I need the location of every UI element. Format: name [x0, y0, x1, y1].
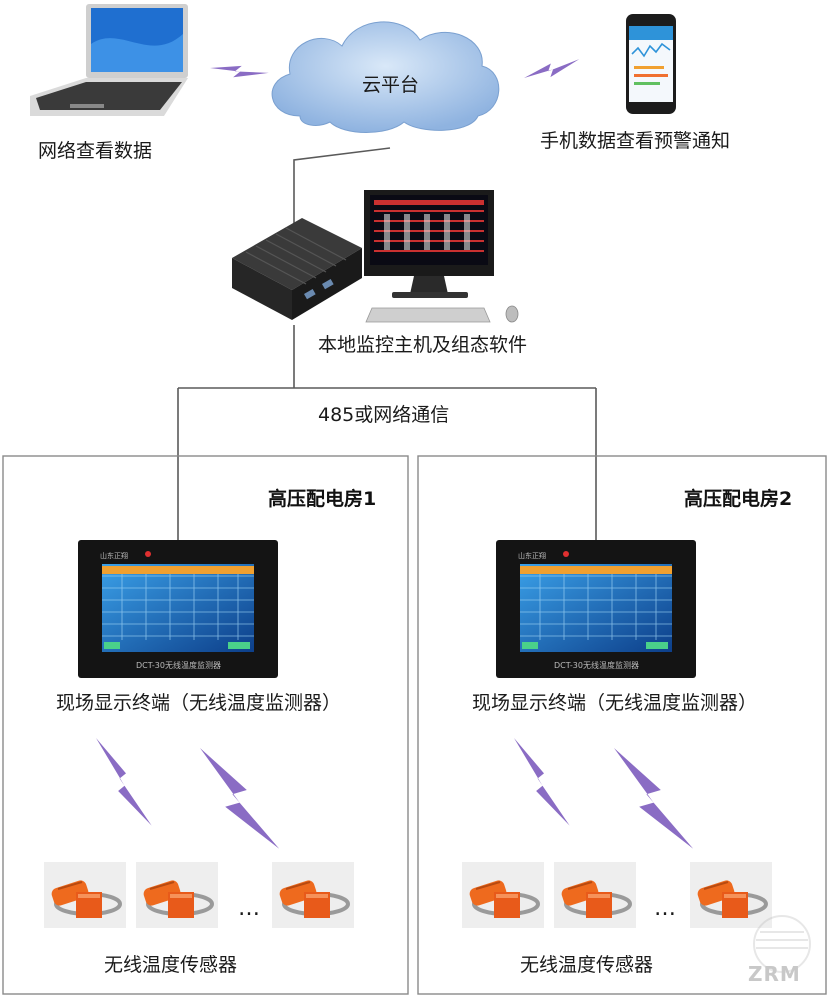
phone-label: 手机数据查看预警通知: [540, 130, 731, 152]
display-terminal-icon: 山东正翔 DCT-30无线温度监测器: [495, 539, 697, 679]
device-brand: 山东正翔: [518, 551, 546, 560]
lightning-icon: [96, 731, 152, 833]
room-2-sensor-label: 无线温度传感器: [520, 954, 654, 976]
room-2-title: 高压配电房2: [684, 488, 793, 510]
laptop-label: 网络查看数据: [38, 140, 153, 162]
room-1-sensor-label: 无线温度传感器: [104, 954, 238, 976]
temperature-sensor-icon: [42, 860, 128, 930]
device-model: DCT-30无线温度监测器: [554, 660, 639, 670]
temperature-sensor-icon: [552, 860, 638, 930]
temperature-sensor-icon: [134, 860, 220, 930]
keyboard-icon: [365, 307, 491, 323]
host-label: 本地监控主机及组态软件: [318, 334, 528, 356]
room-1-terminal-label: 现场显示终端（无线温度监测器）: [56, 692, 342, 714]
temperature-sensor-icon: [688, 860, 774, 930]
watermark-logo: [753, 915, 811, 973]
cloud-to-host-line: [293, 147, 391, 225]
room-1-frame: [2, 455, 409, 995]
room-2-terminal-label: 现场显示终端（无线温度监测器）: [472, 692, 758, 714]
temperature-sensor-icon: [460, 860, 546, 930]
room-1-ellipsis: …: [238, 896, 260, 921]
phone-icon: [626, 14, 676, 114]
industrial-pc-icon: [232, 218, 362, 320]
connection-lines: [177, 147, 597, 540]
monitor-icon: [364, 190, 494, 298]
watermark-text: ZRM: [748, 962, 801, 986]
display-terminal-icon: 山东正翔 DCT-30无线温度监测器: [77, 539, 279, 679]
mouse-icon: [505, 305, 519, 323]
room-2-frame: [417, 455, 827, 995]
temperature-sensor-icon: [270, 860, 356, 930]
laptop-icon: [30, 4, 188, 116]
device-brand: 山东正翔: [100, 551, 128, 560]
cloud-icon: [271, 21, 500, 133]
cloud-label: 云平台: [362, 74, 420, 96]
room-1-title: 高压配电房1: [268, 488, 377, 510]
comm-label: 485或网络通信: [318, 404, 450, 426]
lightning-icon: [524, 39, 580, 98]
device-model: DCT-30无线温度监测器: [136, 660, 221, 670]
room-2-ellipsis: …: [654, 896, 676, 921]
lightning-icon: [200, 748, 280, 849]
lightning-icon: [210, 43, 269, 98]
lightning-icon: [614, 748, 694, 849]
lightning-icon: [514, 731, 570, 833]
